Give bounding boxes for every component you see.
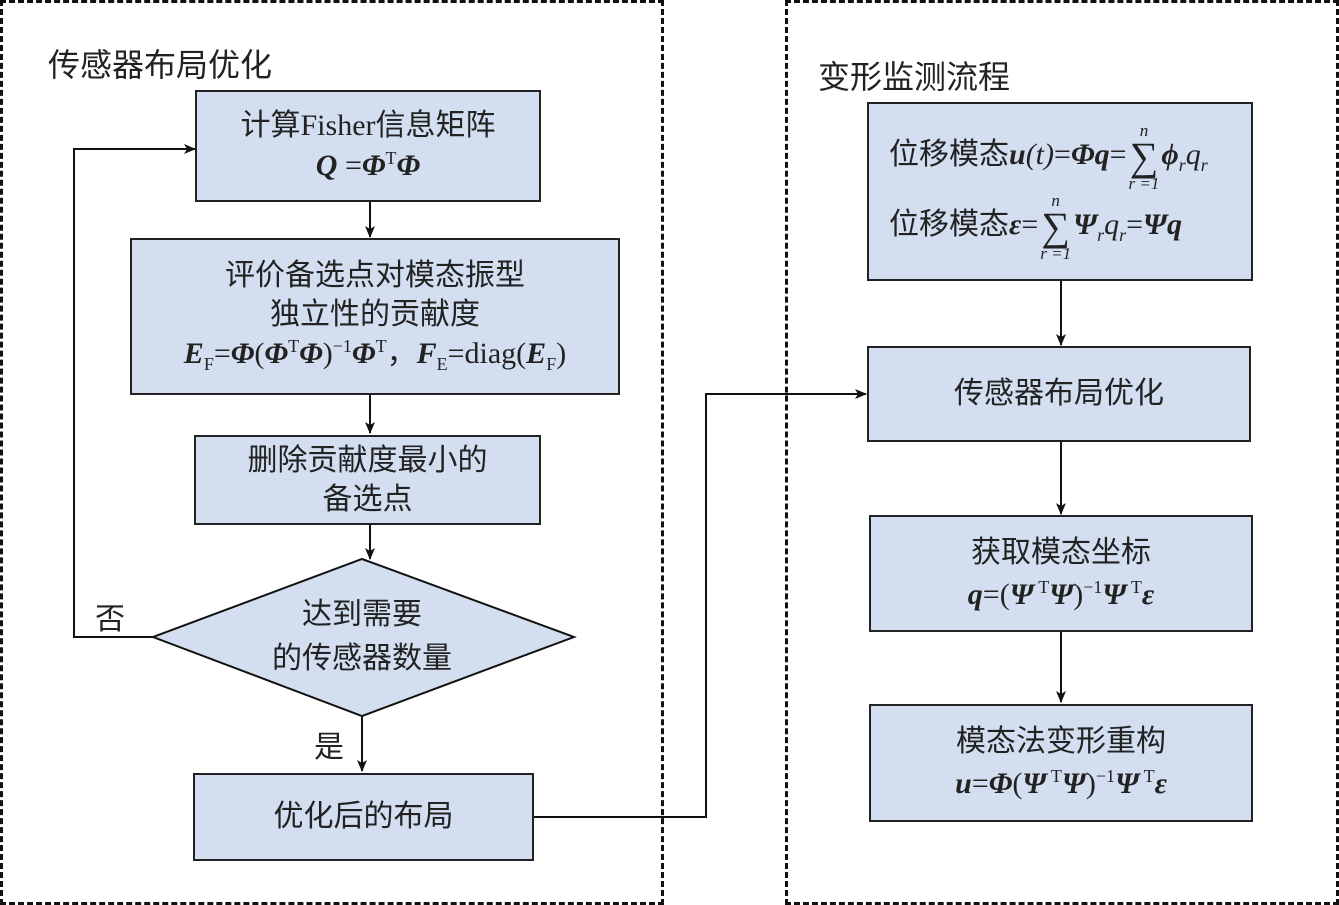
delete-line2: 备选点 (322, 483, 413, 516)
left-panel-sensor-layout-optimization (0, 0, 664, 905)
evaluate-line1: 评价备选点对模态振型 (225, 259, 525, 293)
summation-symbol: n∑r =1 (1040, 190, 1072, 263)
modal-reconstruction-box: 模态法变形重构 u=Φ(Ψ TΨ)−1Ψ Tε (869, 704, 1253, 822)
decision-line1: 达到需要 (302, 598, 422, 631)
optimized-layout-box: 优化后的布局 (193, 773, 534, 861)
arrow-decision-no-loop (73, 144, 196, 638)
delete-min-candidate-box: 删除贡献度最小的 备选点 (194, 435, 541, 525)
evaluate-line2: 独立性的贡献度 (270, 298, 480, 332)
decision-line2: 的传感器数量 (272, 641, 452, 675)
decision-text: 达到需要 的传感器数量 (220, 593, 504, 680)
sensor-layout-optimization-label: 传感器布局优化 (954, 376, 1164, 410)
modal-coordinates-formula: q=(Ψ TΨ)−1Ψ Tε (967, 576, 1155, 611)
arrow-result-to-optimize (534, 389, 867, 818)
fisher-formula: Q =ΦTΦ (315, 148, 421, 182)
modal-coordinates-label: 获取模态坐标 (971, 535, 1151, 569)
fisher-matrix-box: 计算Fisher信息矩阵 Q =ΦTΦ (195, 90, 541, 202)
modal-reconstruction-label: 模态法变形重构 (956, 725, 1166, 758)
edge-label-yes: 是 (314, 731, 344, 764)
summation-symbol: n∑r =1 (1128, 120, 1160, 193)
edge-label-no: 否 (95, 603, 125, 636)
delete-line1: 删除贡献度最小的 (247, 444, 488, 477)
left-panel-title: 传感器布局优化 (48, 47, 273, 83)
right-panel-deformation-monitoring (785, 0, 1339, 905)
modal-coordinates-box: 获取模态坐标 q=(Ψ TΨ)−1Ψ Tε (869, 515, 1253, 632)
evaluate-contribution-box: 评价备选点对模态振型 独立性的贡献度 EF=Φ(ΦTΦ)−1ΦT，FE=diag… (130, 238, 620, 395)
fisher-label: 计算Fisher信息矩阵 (240, 108, 496, 142)
sensor-layout-optimization-box: 传感器布局优化 (867, 346, 1251, 442)
optimized-layout-label: 优化后的布局 (273, 799, 454, 833)
evaluate-formula: EF=Φ(ΦTΦ)−1ΦT，FE=diag(EF) (183, 336, 567, 375)
right-panel-title: 变形监测流程 (818, 59, 1011, 95)
modal-reconstruction-formula: u=Φ(Ψ TΨ)−1Ψ Tε (955, 766, 1167, 800)
decision-diamond (150, 557, 577, 718)
